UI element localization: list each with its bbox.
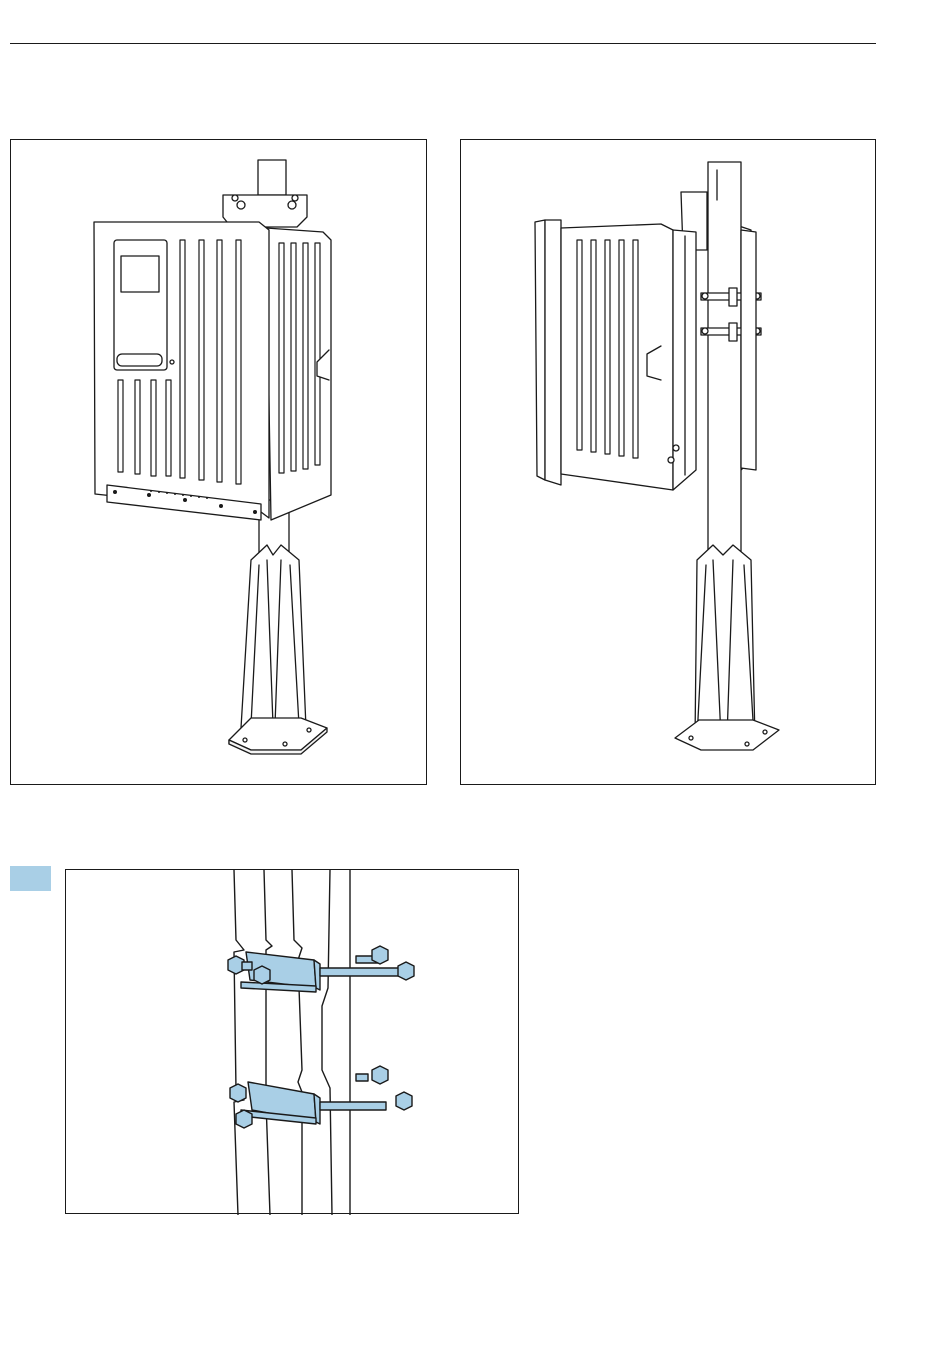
post-profile xyxy=(234,870,350,1215)
display-keypad xyxy=(117,354,162,366)
figure-side-view xyxy=(460,139,876,785)
post-foot xyxy=(695,545,755,740)
post-foot xyxy=(241,545,306,728)
cabinet-on-post-side-illustration xyxy=(461,140,877,786)
step-marker xyxy=(10,866,51,891)
display-screen xyxy=(121,256,159,292)
upper-clamp-plate xyxy=(241,952,320,992)
post-top xyxy=(258,160,286,195)
base-plate xyxy=(675,720,779,750)
figure-clamp-detail xyxy=(65,869,519,1214)
lower-clamp-plate xyxy=(241,1082,320,1124)
figure-front-view xyxy=(10,139,427,785)
clamp-bolts-detail-illustration xyxy=(66,870,520,1215)
post xyxy=(708,162,741,560)
cabinet-on-post-front-illustration xyxy=(11,140,428,786)
header-rule xyxy=(10,43,876,44)
